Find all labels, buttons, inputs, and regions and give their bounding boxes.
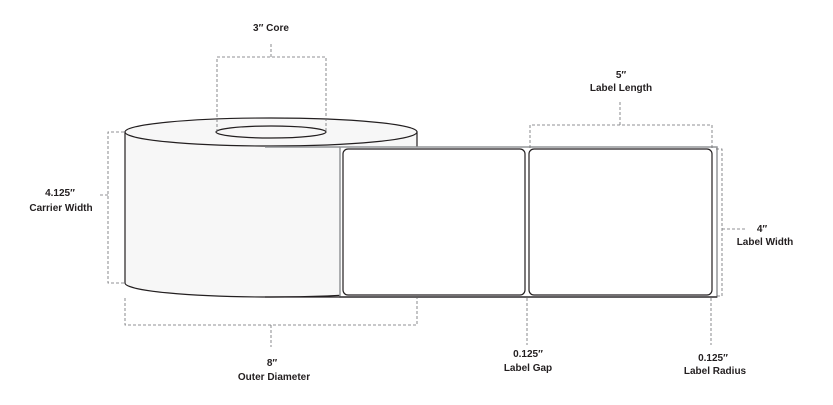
label-gap-value: 0.125″	[513, 349, 543, 360]
label-gap-label: Label Gap	[504, 363, 552, 374]
core-dimension: 3″ Core	[216, 23, 327, 132]
label-gap-dimension: 0.125″ Label Gap	[504, 298, 552, 374]
outer-diameter-value: 8″	[267, 358, 278, 369]
label-width-label: Label Width	[737, 237, 794, 248]
label-radius-label: Label Radius	[684, 366, 747, 377]
carrier-width-label: Carrier Width	[29, 203, 92, 214]
outer-diameter-label: Outer Diameter	[238, 372, 310, 383]
roll-core	[215, 125, 327, 139]
label-width-dimension: 4″ Label Width	[716, 148, 794, 297]
label-length-label: Label Length	[590, 83, 652, 94]
outer-diameter-dimension: 8″ Outer Diameter	[124, 298, 418, 383]
label-length-dimension: 5″ Label Length	[529, 70, 713, 148]
label-radius-dimension: 0.125″ Label Radius	[684, 298, 747, 377]
core-value: 3″ Core	[253, 23, 289, 34]
label-radius-value: 0.125″	[698, 353, 728, 364]
label-1	[342, 148, 526, 296]
label-length-value: 5″	[616, 70, 627, 81]
label-2	[528, 148, 713, 296]
label-width-value: 4″	[757, 224, 768, 235]
carrier-width-value: 4.125″	[45, 188, 75, 199]
carrier-width-dimension: 4.125″ Carrier Width	[29, 131, 124, 284]
